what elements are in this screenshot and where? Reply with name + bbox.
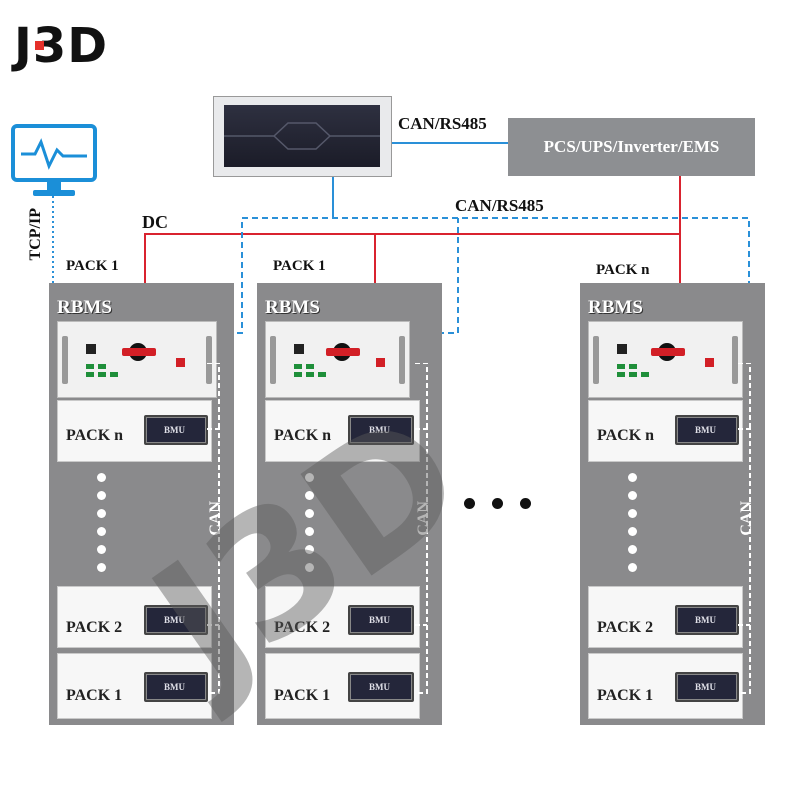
more-racks-dot [464, 498, 475, 509]
dot [628, 473, 637, 482]
rbms-unit [588, 321, 743, 398]
dot [305, 473, 314, 482]
dot [97, 545, 106, 554]
bmu-label: BMU [695, 425, 716, 435]
can-bus-dashed [415, 363, 428, 694]
rbms-title: RBMS [588, 297, 643, 318]
dot [97, 563, 106, 572]
dot [305, 563, 314, 572]
rack-1: RBMS PACK n BMU CAN PACK 2 BMU PACK 1 BM… [49, 283, 234, 725]
more-racks-dot [520, 498, 531, 509]
pack-label: PACK 1 [274, 687, 331, 704]
bmu-label: BMU [164, 615, 185, 625]
pack-label: PACK 1 [597, 687, 654, 704]
bmu-label: BMU [369, 615, 390, 625]
bmu-label: BMU [164, 682, 185, 692]
dot [305, 509, 314, 518]
pack-label: PACK 1 [66, 687, 123, 704]
dot [628, 509, 637, 518]
monitor-icon [11, 124, 97, 205]
pack-n: PACK n BMU [265, 400, 420, 462]
dc-label: DC [142, 212, 168, 232]
dot [305, 545, 314, 554]
can-rs485-dashed-rack2 [408, 218, 459, 334]
bmu-module: BMU [144, 415, 208, 445]
bmu-module: BMU [144, 672, 208, 702]
bmu-module: BMU [348, 415, 414, 445]
dot [97, 509, 106, 518]
dot [305, 491, 314, 500]
pcs-box: PCS/UPS/Inverter/EMS [508, 118, 755, 176]
gateway-device [213, 96, 392, 177]
pack-label: PACK 2 [597, 619, 654, 636]
pack-2: PACK 2 BMU [57, 586, 212, 648]
bmu-label: BMU [369, 425, 390, 435]
bmu-module: BMU [348, 672, 414, 702]
pack-label: PACK 2 [66, 619, 123, 636]
rbms-title: RBMS [57, 297, 112, 318]
rack2-header: PACK 1 [273, 258, 326, 274]
dot [628, 545, 637, 554]
rbms-unit [57, 321, 217, 398]
tcpip-label: TCP/IP [27, 208, 44, 261]
pack-label: PACK 2 [274, 619, 331, 636]
rack3-header: PACK n [596, 262, 650, 278]
dot [628, 527, 637, 536]
can-bus-dashed [738, 363, 751, 694]
brand-logo: J3D [14, 18, 109, 74]
pack-n: PACK n BMU [57, 400, 212, 462]
dc-line [144, 175, 681, 283]
rack-3: RBMS PACK n BMU CAN PACK 2 BMU PACK 1 BM… [580, 283, 765, 725]
pack-label: PACK n [66, 427, 124, 444]
pack-n: PACK n BMU [588, 400, 743, 462]
bmu-label: BMU [369, 682, 390, 692]
bmu-module: BMU [675, 415, 739, 445]
bmu-label: BMU [695, 615, 716, 625]
can-bus-dashed [207, 363, 220, 694]
dot [628, 491, 637, 500]
rack-2: RBMS PACK n BMU CAN PACK 2 BMU PACK 1 BM… [257, 283, 442, 725]
pcs-label: PCS/UPS/Inverter/EMS [543, 137, 720, 156]
more-racks-dot [492, 498, 503, 509]
gateway-panel [224, 105, 380, 167]
can-rs485-top-label: CAN/RS485 [398, 114, 487, 133]
pack-1: PACK 1 BMU [57, 653, 212, 719]
dot [628, 563, 637, 572]
pack-2: PACK 2 BMU [265, 586, 420, 648]
pack-label: PACK n [597, 427, 655, 444]
dot [305, 527, 314, 536]
bmu-module: BMU [675, 672, 739, 702]
rbms-unit [265, 321, 410, 398]
pack-1: PACK 1 BMU [265, 653, 420, 719]
rbms-title: RBMS [265, 297, 320, 318]
rack1-header: PACK 1 [66, 258, 119, 274]
pack-label: PACK n [274, 427, 332, 444]
bmu-label: BMU [695, 682, 716, 692]
bmu-module: BMU [144, 605, 208, 635]
bmu-module: BMU [348, 605, 414, 635]
dot [97, 491, 106, 500]
dot [97, 473, 106, 482]
dot [97, 527, 106, 536]
pack-1: PACK 1 BMU [588, 653, 743, 719]
can-rs485-mid-label: CAN/RS485 [455, 196, 544, 215]
pack-2: PACK 2 BMU [588, 586, 743, 648]
bmu-module: BMU [675, 605, 739, 635]
bmu-label: BMU [164, 425, 185, 435]
